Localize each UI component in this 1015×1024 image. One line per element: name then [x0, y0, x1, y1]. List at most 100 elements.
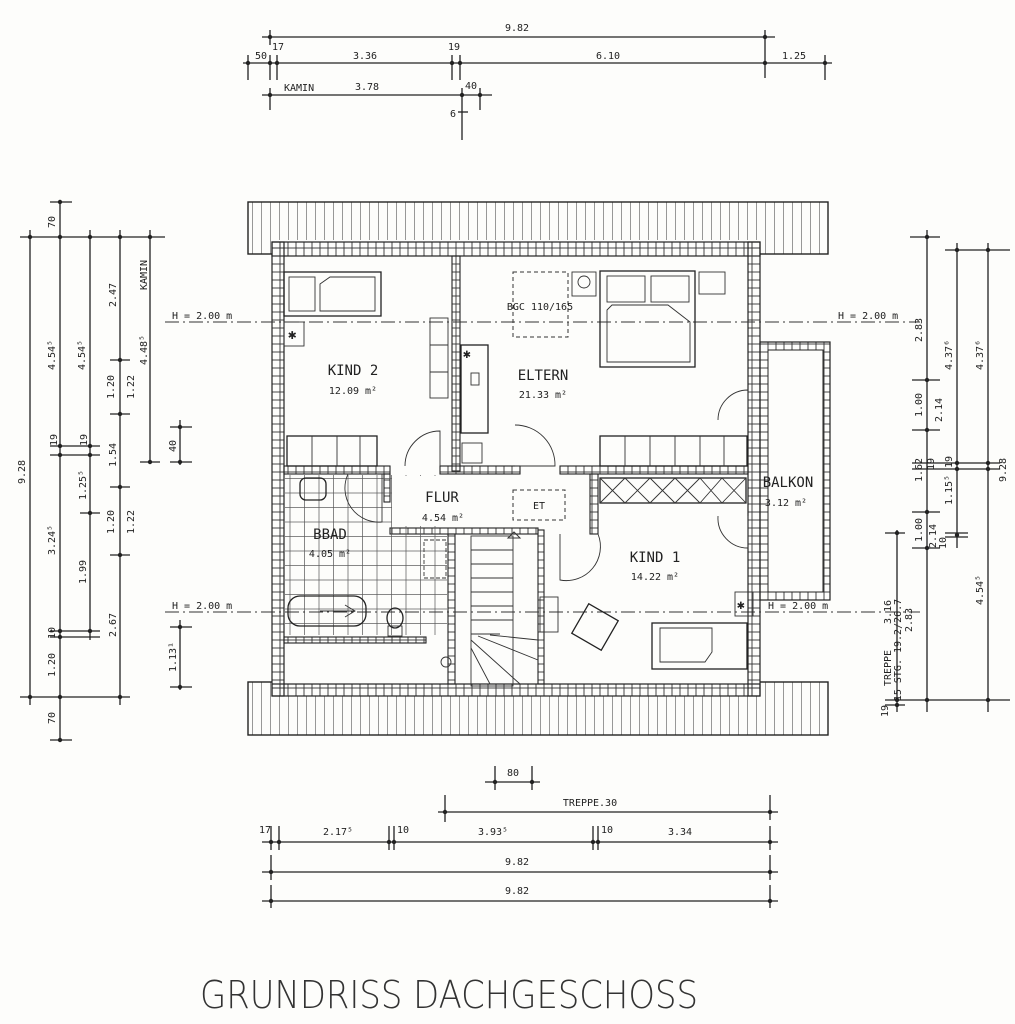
- dim-label: 3.78: [355, 82, 379, 93]
- dim-label: 40: [465, 81, 477, 92]
- dim-label: 9.82: [505, 886, 529, 897]
- dim-label: 2.14: [928, 524, 939, 548]
- dimensions-top: 9.82 50 17 3.36 19 6.10 1.25 KAMIN 3.78 …: [243, 23, 832, 140]
- height-label: H = 2.00 m: [172, 311, 232, 322]
- dim-label: 10: [397, 825, 409, 836]
- dim-label: 1.00: [914, 393, 925, 417]
- bgc-label: BGC 110/165: [507, 302, 573, 313]
- room-area: 4.54 m²: [422, 513, 464, 524]
- dim-label: KAMIN: [139, 260, 150, 290]
- room-name: FLUR: [425, 490, 459, 506]
- room-area: 21.33 m²: [519, 390, 567, 401]
- room-area: 14.22 m²: [631, 572, 679, 583]
- dim-label: 2.83: [914, 318, 925, 342]
- dimensions-bottom: 80 TREPPE.30 17 2.17⁵ 10 3.93⁵ 10 3.34 9…: [259, 766, 778, 908]
- dim-label: 10: [938, 537, 949, 549]
- dim-label: 9.82: [505, 23, 529, 34]
- dim-label: 19: [79, 434, 90, 446]
- dim-label: 2.17⁵: [323, 827, 353, 838]
- room-balkon: BALKON 3.12 m²: [763, 475, 814, 509]
- dim-label: 1.00: [914, 518, 925, 542]
- dim-label: 3.34: [668, 827, 692, 838]
- balcony: [759, 341, 831, 601]
- height-label: H = 2.00 m: [838, 311, 898, 322]
- dim-label: 4.54⁵: [77, 340, 88, 370]
- dim-label: 1.22: [126, 510, 137, 534]
- dim-label: 1.20: [47, 653, 58, 677]
- dim-label: 9.82: [505, 857, 529, 868]
- dim-label: 1.25⁵: [78, 470, 89, 500]
- dim-label: 1.20: [106, 375, 117, 399]
- room-name: BBAD: [313, 527, 347, 543]
- dimensions-right: 2.83 4.37⁶ 4.37⁶ 1.00 2.14 1.62 19 19 1.…: [880, 230, 1010, 717]
- dim-label: 70: [47, 216, 58, 228]
- room-eltern: ELTERN 21.33 m²: [518, 368, 569, 401]
- dim-label: 4.54⁵: [47, 340, 58, 370]
- dim-label: 1.15⁵: [944, 475, 955, 505]
- dim-label: 19: [944, 456, 955, 468]
- wardrobes: [286, 435, 748, 504]
- dim-label: 4.37⁶: [944, 340, 955, 370]
- room-name: ELTERN: [518, 368, 569, 384]
- drawing-title: GRUNDRISS DACHGESCHOSS: [200, 973, 698, 1017]
- dim-label: 3.93⁵: [478, 827, 508, 838]
- treppe-label: TREPPE: [883, 650, 894, 686]
- desk-eltern: ✱: [460, 344, 489, 464]
- double-bed: [571, 270, 726, 368]
- dim-label: 19: [880, 705, 891, 717]
- room-name: BALKON: [763, 475, 814, 491]
- dim-label: 4.48⁵: [139, 335, 150, 365]
- dim-label: 1.25: [782, 51, 806, 62]
- dim-label: 2.14: [934, 398, 945, 422]
- bed-kind2: [283, 271, 382, 317]
- room-area: 3.12 m²: [765, 498, 807, 509]
- room-area: 4.05 m²: [309, 549, 351, 560]
- dim-label: 50: [255, 51, 267, 62]
- dim-label: 2.67: [108, 613, 119, 637]
- stairs: [440, 531, 539, 687]
- dim-label: 1.13¹: [168, 642, 179, 672]
- dim-label: 80: [507, 768, 519, 779]
- bgc-area: BGC 110/165: [507, 271, 573, 338]
- radiator-icon: ✱: [288, 327, 297, 343]
- treppe-label: TREPPE.30: [563, 798, 617, 809]
- radiator-kind2: ✱: [283, 321, 305, 347]
- bathroom-fixtures: [287, 477, 447, 637]
- dim-label: 1.20: [106, 510, 117, 534]
- dim-label: 9.28: [17, 460, 28, 484]
- shelves-kind2: [429, 317, 449, 399]
- dim-label: 70: [47, 712, 58, 724]
- et-label: ET: [533, 501, 545, 512]
- dim-label: 4.37⁶: [975, 340, 986, 370]
- dim-label: 2.47: [108, 283, 119, 307]
- dim-label: 3.16: [883, 600, 894, 624]
- dimensions-left: 70 4.54⁵ 4.54⁵ 2.47 KAMIN 4.48⁵ 1.20 1.2…: [17, 199, 192, 743]
- room-kind1: KIND 1 14.22 m²: [630, 550, 681, 583]
- dim-label: 3.24⁵: [47, 525, 58, 555]
- dim-label: 17: [259, 825, 271, 836]
- dim-label: 3.36: [353, 51, 377, 62]
- kind1-furniture: ✱: [539, 591, 754, 670]
- dim-label: 10: [47, 627, 58, 639]
- height-label: H = 2.00 m: [768, 601, 828, 612]
- dim-label: 6.10: [596, 51, 620, 62]
- radiator-icon: ✱: [737, 598, 745, 613]
- dim-label: 2.83: [904, 608, 915, 632]
- dim-label: 1.62: [914, 458, 925, 482]
- room-area: 12.09 m²: [329, 386, 377, 397]
- room-flur: FLUR 4.54 m²: [422, 490, 464, 524]
- dim-label: 10: [601, 825, 613, 836]
- dim-label: 17: [272, 42, 284, 53]
- dim-label: 4.54⁵: [975, 575, 986, 605]
- dim-label: 9.28: [998, 458, 1009, 482]
- room-name: KIND 2: [328, 363, 379, 379]
- et-area: ET: [512, 489, 566, 521]
- room-name: KIND 1: [630, 550, 681, 566]
- dim-label: 1.22: [126, 375, 137, 399]
- room-bad: BBAD 4.05 m²: [309, 527, 351, 560]
- radiator-icon: ✱: [463, 347, 471, 362]
- dim-label: 19: [926, 458, 937, 470]
- room-kind2: KIND 2 12.09 m²: [328, 363, 379, 397]
- treppe-steps-label: 15 STG. 19.2/26.7: [893, 599, 904, 701]
